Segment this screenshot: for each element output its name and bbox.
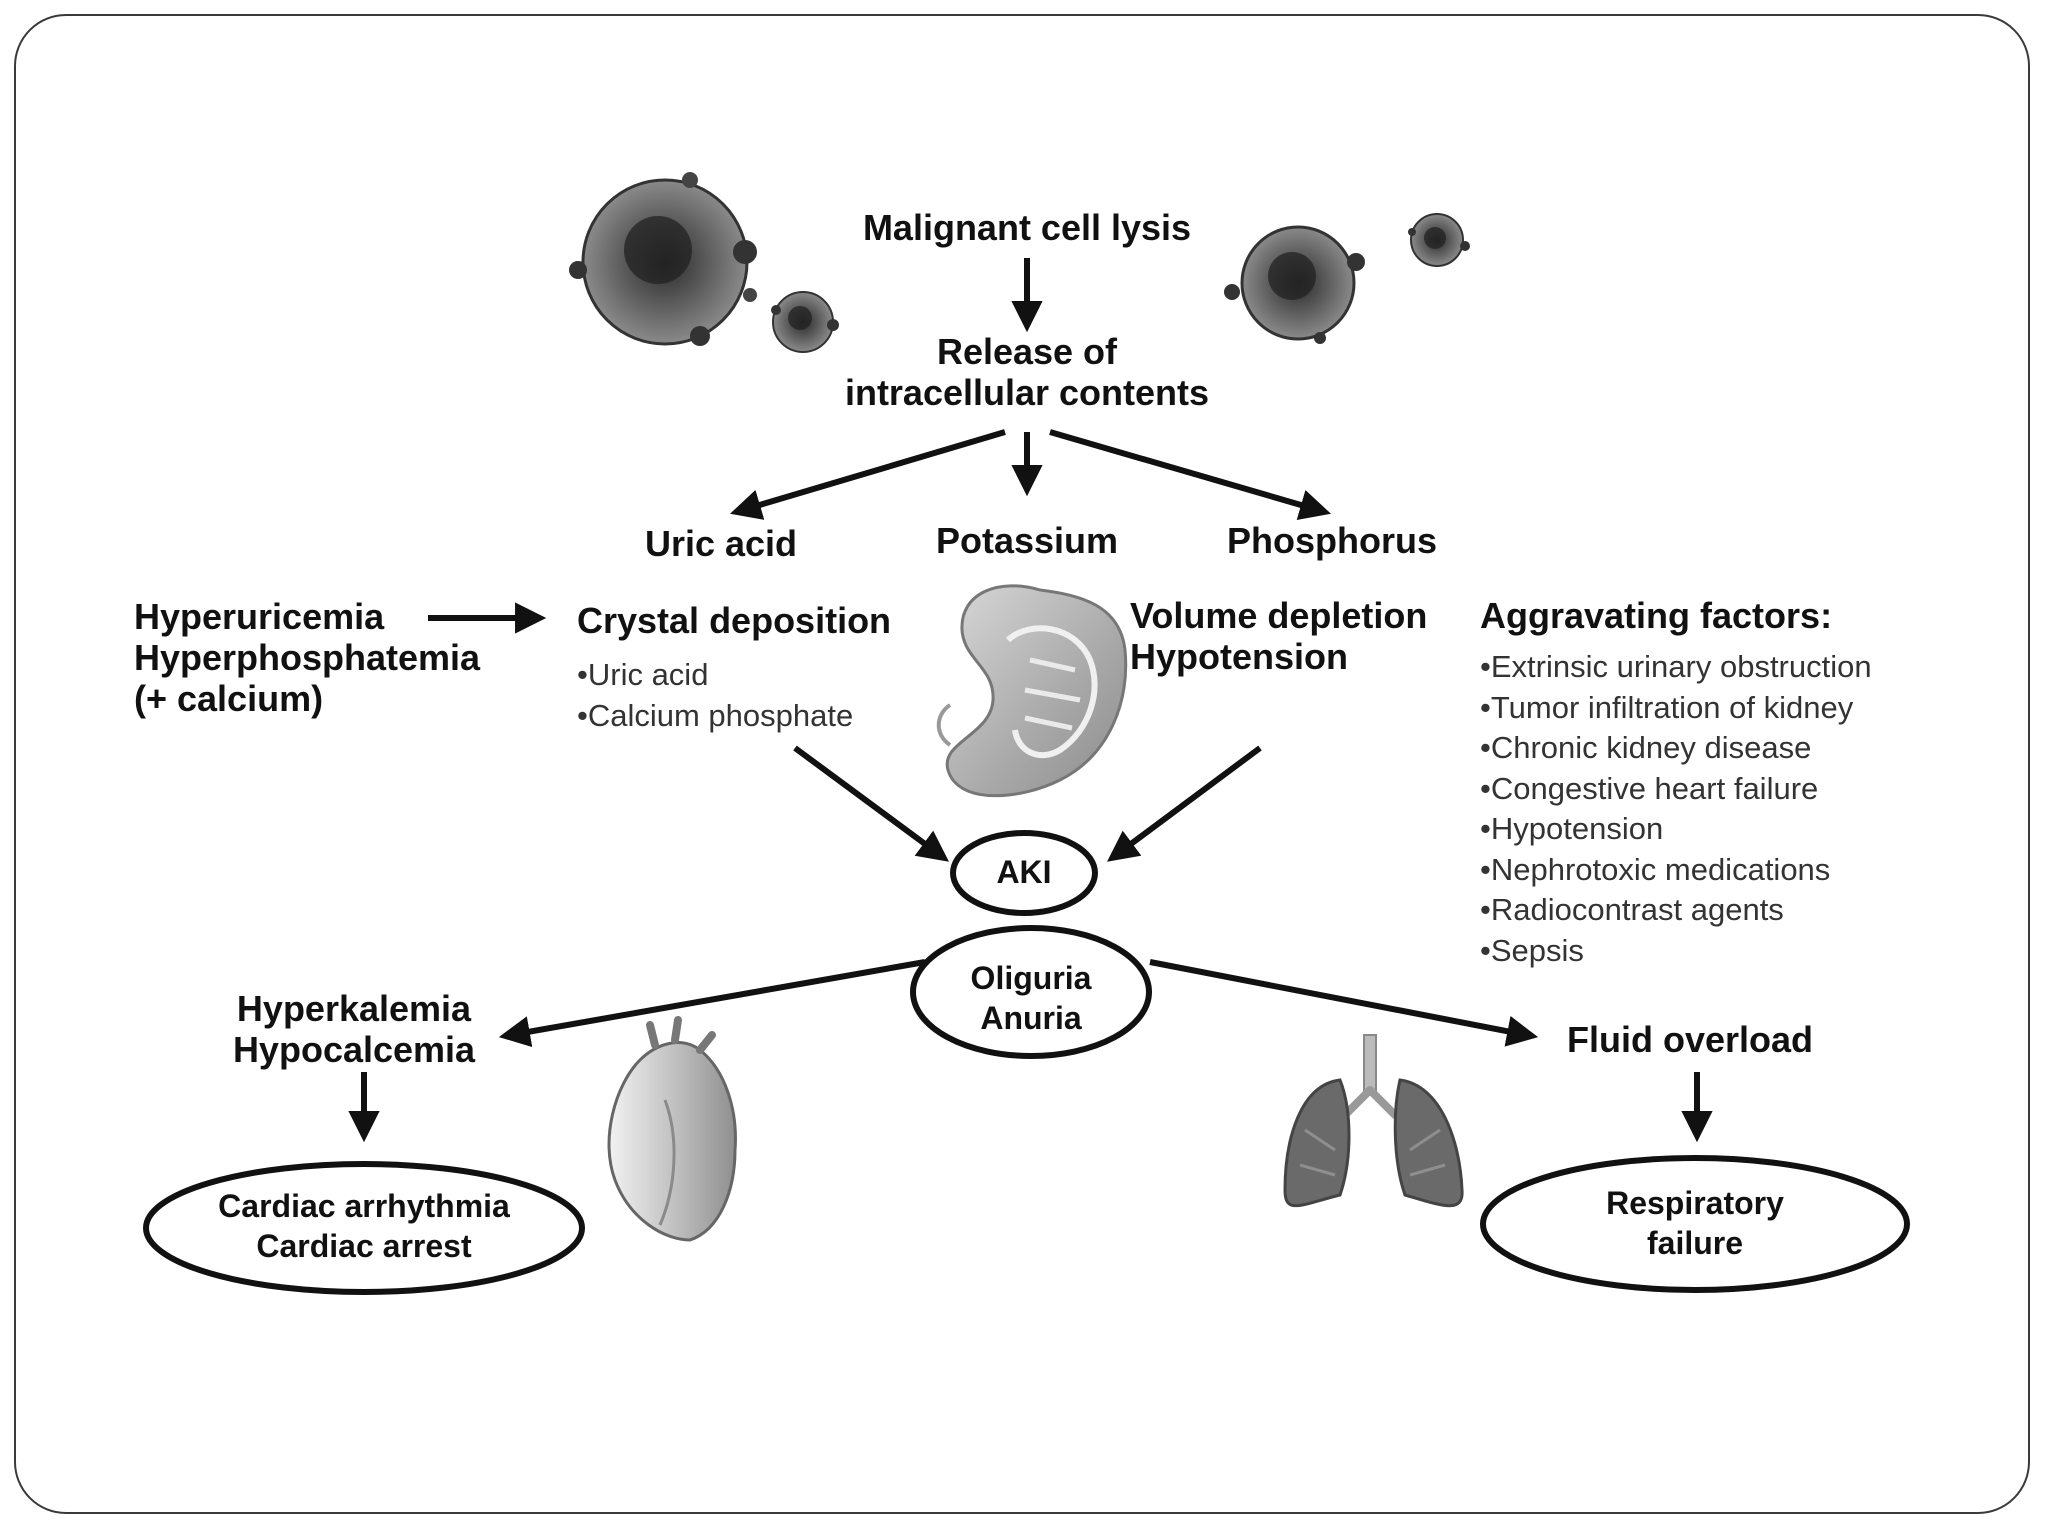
potassium-label: Potassium (935, 520, 1119, 561)
arrow-volume-to-aki (1106, 745, 1262, 862)
arrow-release-to-phosphorus (1049, 429, 1331, 521)
tumor-cell-icon (771, 291, 839, 353)
volume-depletion-label: Volume depletion Hypotension (1130, 595, 1428, 677)
phosphorus-label: Phosphorus (1226, 520, 1438, 561)
left-causes-label: Hyperuricemia Hyperphosphatemia (+ calci… (134, 596, 481, 719)
aggravating-factors-title: Aggravating factors: (1480, 595, 1833, 636)
release-contents-label: Release of intracellular contents (844, 331, 1210, 413)
fluid-overload-label: Fluid overload (1566, 1019, 1814, 1060)
arrow-release-to-uric-acid (730, 429, 1006, 520)
tumor-cell-icon (1408, 213, 1470, 267)
arrow-crystal-to-aki (793, 745, 950, 862)
uric-acid-label: Uric acid (644, 523, 798, 564)
cardiac-oval (143, 1161, 585, 1295)
heart-icon (607, 1016, 737, 1242)
cardiac-outcome-label: Cardiac arrhythmia Cardiac arrest (218, 1188, 510, 1264)
arrow-oliguria-to-electrolytes (498, 959, 926, 1048)
arrow-oliguria-to-fluid (1149, 959, 1539, 1047)
electrolytes-label: Hyperkalemia Hypocalcemia (232, 988, 476, 1070)
respiratory-outcome-label: Respiratory failure (1606, 1185, 1784, 1261)
lungs-icon (1283, 1034, 1464, 1208)
tumor-cell-icon (569, 172, 757, 346)
crystal-deposition-title: Crystal deposition (577, 600, 892, 641)
respiratory-oval (1480, 1155, 1910, 1293)
aki-oval (950, 830, 1098, 916)
aggravating-factors-list: •Extrinsic urinary obstruction •Tumor in… (1480, 649, 1872, 968)
malignant-cell-lysis-label: Malignant cell lysis (862, 207, 1192, 248)
crystal-deposition-list: •Uric acid •Calcium phosphate (577, 657, 854, 733)
tumor-cell-icon (1224, 225, 1365, 344)
aki-label: AKI (996, 854, 1052, 890)
oliguria-anuria-label: Oliguria Anuria (970, 960, 1092, 1036)
oliguria-oval (910, 925, 1152, 1059)
kidney-icon (936, 584, 1128, 798)
